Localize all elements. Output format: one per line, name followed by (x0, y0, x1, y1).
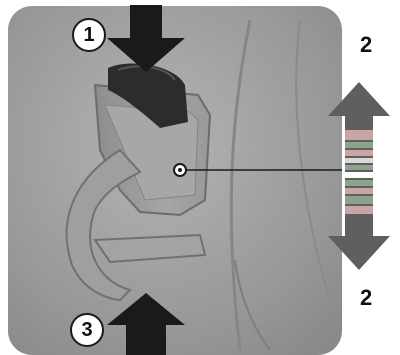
stripe (345, 165, 373, 170)
stripe (345, 180, 373, 186)
stripe (345, 130, 373, 140)
stripe (345, 150, 373, 156)
height-adjust-arrow-icon (326, 80, 392, 272)
label-2-top: 2 (360, 32, 372, 58)
stripe (345, 158, 373, 163)
seatbelt-adjuster-photo (0, 0, 342, 355)
stripe (345, 196, 373, 204)
label-2-bottom: 2 (360, 285, 372, 311)
stripe (345, 188, 373, 194)
callout-3: 3 (70, 313, 104, 347)
stripe (345, 172, 373, 178)
leader-dot-center (178, 168, 182, 172)
callout-1: 1 (72, 18, 106, 52)
stripe (345, 206, 373, 214)
stripe (345, 142, 373, 148)
